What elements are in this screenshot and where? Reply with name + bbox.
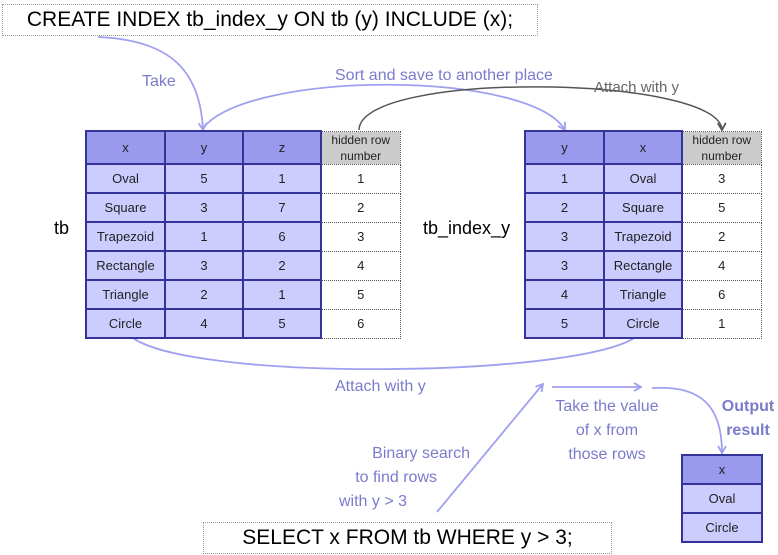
arrow-sort-save — [202, 83, 566, 132]
label-take-value: Take the value of x from those rows — [547, 395, 667, 467]
cell: 2 — [524, 192, 605, 223]
cell: Trapezoid — [603, 221, 683, 252]
table-result: x Oval Circle — [681, 454, 763, 543]
arrow-attach-bottom — [124, 327, 644, 371]
cell-hidden: 3 — [320, 221, 401, 252]
table-row: 3 Rectangle 4 — [524, 250, 762, 281]
table-name-tb: tb — [54, 218, 70, 238]
table-header-row: y x hidden row number — [524, 130, 762, 165]
binary-line-3: with y > 3 — [338, 493, 407, 510]
cell-hidden: 2 — [681, 221, 762, 252]
cell: 2 — [242, 250, 322, 281]
cell: Rectangle — [85, 250, 166, 281]
cell-hidden: 3 — [681, 163, 762, 194]
take-value-line-3: those rows — [568, 446, 646, 463]
cell-hidden: 4 — [681, 250, 762, 281]
table-name-index: tb_index_y — [423, 218, 511, 238]
table-row: Square 3 7 2 — [85, 192, 401, 223]
table-row: Oval 5 1 1 — [85, 163, 401, 194]
label-attach-top: Attach with y — [594, 79, 680, 96]
table-row: 5 Circle 1 — [524, 308, 762, 339]
label-binary-search: Binary search to find rows with y > 3 — [335, 442, 470, 514]
take-value-line-1: Take the value — [555, 398, 659, 415]
arrow-take — [97, 36, 208, 132]
select-statement: SELECT x FROM tb WHERE y > 3; — [203, 522, 612, 554]
output-line-1: Output — [721, 398, 775, 415]
cell-hidden: 5 — [320, 279, 401, 310]
table-row: Trapezoid 1 6 3 — [85, 221, 401, 252]
arrow-binary-search — [436, 382, 545, 513]
table-index: y x hidden row number 1 Oval 3 2 Square … — [524, 130, 762, 339]
cell: Triangle — [603, 279, 683, 310]
cell: 3 — [164, 250, 244, 281]
label-take: Take — [142, 73, 176, 90]
header-hidden-row-number: hidden row number — [681, 130, 762, 165]
table-row: 4 Triangle 6 — [524, 279, 762, 310]
cell: 5 — [164, 163, 244, 194]
table-row: Circle — [681, 512, 763, 543]
cell: 5 — [524, 308, 605, 339]
table-row: Circle 4 5 6 — [85, 308, 401, 339]
cell: Oval — [603, 163, 683, 194]
binary-line-2: to find rows — [355, 469, 437, 486]
cell-hidden: 1 — [681, 308, 762, 339]
header-x: x — [681, 454, 763, 485]
header-y: y — [524, 130, 605, 165]
cell: Triangle — [85, 279, 166, 310]
table-header-row: x — [681, 454, 763, 485]
table-row: 1 Oval 3 — [524, 163, 762, 194]
cell: Oval — [681, 483, 763, 514]
cell: 2 — [164, 279, 244, 310]
cell: Circle — [85, 308, 166, 339]
cell: Square — [85, 192, 166, 223]
take-value-line-2: of x from — [575, 422, 639, 439]
header-z: z — [242, 130, 322, 165]
arrow-output — [651, 386, 727, 455]
cell-hidden: 6 — [681, 279, 762, 310]
cell: Square — [603, 192, 683, 223]
cell: 4 — [524, 279, 605, 310]
cell-hidden: 2 — [320, 192, 401, 223]
cell: 3 — [164, 192, 244, 223]
cell: 7 — [242, 192, 322, 223]
table-tb: x y z hidden row number Oval 5 1 1 Squar… — [85, 130, 401, 339]
binary-line-1: Binary search — [372, 445, 470, 462]
table-header-row: x y z hidden row number — [85, 130, 401, 165]
cell: 1 — [524, 163, 605, 194]
cell-hidden: 6 — [320, 308, 401, 339]
header-x: x — [603, 130, 683, 165]
table-row: 2 Square 5 — [524, 192, 762, 223]
table-row: Rectangle 3 2 4 — [85, 250, 401, 281]
cell-hidden: 4 — [320, 250, 401, 281]
header-y: y — [164, 130, 244, 165]
cell: 3 — [524, 221, 605, 252]
cell: Rectangle — [603, 250, 683, 281]
cell-hidden: 1 — [320, 163, 401, 194]
cell: Oval — [85, 163, 166, 194]
cell: 6 — [242, 221, 322, 252]
cell: 1 — [242, 279, 322, 310]
label-attach-bottom: Attach with y — [335, 378, 426, 395]
create-index-statement: CREATE INDEX tb_index_y ON tb (y) INCLUD… — [2, 4, 538, 36]
header-hidden-row-number: hidden row number — [320, 130, 401, 165]
cell-hidden: 5 — [681, 192, 762, 223]
cell: 3 — [524, 250, 605, 281]
cell: 5 — [242, 308, 322, 339]
table-row: Triangle 2 1 5 — [85, 279, 401, 310]
cell: 4 — [164, 308, 244, 339]
cell: Circle — [681, 512, 763, 543]
arrow-attach-top — [358, 86, 727, 132]
header-x: x — [85, 130, 166, 165]
label-output-result: Output result — [716, 395, 778, 443]
table-row: Oval — [681, 483, 763, 514]
cell: 1 — [242, 163, 322, 194]
cell: Trapezoid — [85, 221, 166, 252]
cell: 1 — [164, 221, 244, 252]
cell: Circle — [603, 308, 683, 339]
output-line-2: result — [726, 422, 770, 439]
table-row: 3 Trapezoid 2 — [524, 221, 762, 252]
label-sort-save: Sort and save to another place — [335, 67, 553, 84]
